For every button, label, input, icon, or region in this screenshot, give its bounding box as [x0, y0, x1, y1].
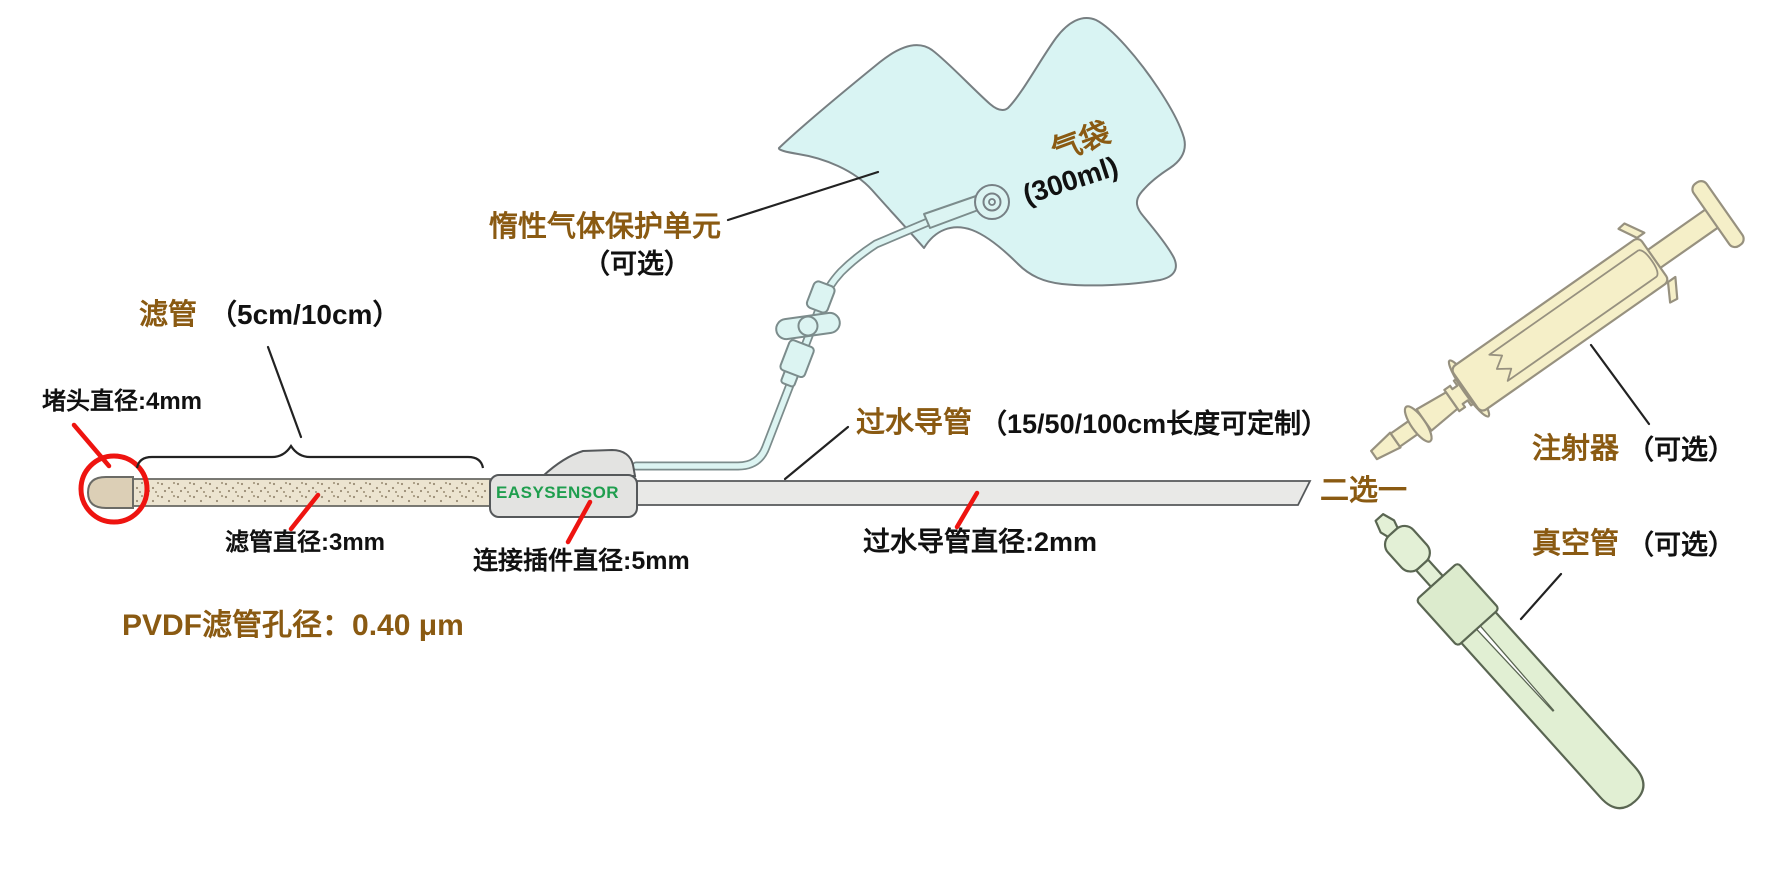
pointer-conduit-diameter	[954, 490, 980, 530]
syringe-optional: （可选）	[1627, 435, 1736, 465]
easysensor-brand-label: EASYSENSOR	[496, 483, 620, 502]
conduit-diameter-label: 过水导管直径:2mm	[863, 527, 1098, 557]
water-conduit-label: 过水导管 （15/50/100cm长度可定制）	[856, 409, 1328, 438]
connector-diameter-label: 连接插件直径:5mm	[473, 547, 690, 575]
filter-tube-label: 滤管 （5cm/10cm）	[139, 301, 400, 330]
leader-syringe	[1589, 343, 1651, 426]
plug-highlight-circle	[78, 453, 150, 525]
filter-tube-brace	[135, 443, 485, 469]
leader-inert-gas-unit	[726, 170, 880, 222]
vacuum-tube-name: 真空管	[1532, 528, 1620, 560]
pvdf-pore-label: PVDF滤管孔径：0.40 μm	[122, 609, 464, 642]
plug-diameter-label: 堵头直径:4mm	[42, 388, 203, 415]
filter-tube-size: （5cm/10cm）	[209, 299, 401, 330]
filter-tube-name: 滤管	[139, 299, 198, 331]
stopcock-valve	[775, 280, 841, 388]
choose-one-label: 二选一	[1320, 475, 1408, 507]
water-conduit-name: 过水导管	[856, 407, 973, 439]
inert-gas-unit-label: 惰性气体保护单元	[489, 211, 722, 243]
vacuum-tube-label: 真空管 （可选）	[1532, 530, 1735, 559]
pointer-filter-tube-diameter	[288, 492, 321, 532]
filter-tube	[124, 478, 491, 507]
water-conduit-length: （15/50/100cm长度可定制）	[980, 409, 1329, 439]
leader-vacuum-tube	[1519, 572, 1563, 621]
vacuum-tube-optional: （可选）	[1627, 530, 1736, 560]
filter-tube-diameter-label: 滤管直径:3mm	[225, 529, 386, 556]
pointer-connector-diameter	[565, 499, 593, 545]
gas-bag	[777, 17, 1186, 287]
leader-lines	[266, 170, 1651, 621]
syringe-label: 注射器 （可选）	[1532, 435, 1735, 464]
inert-gas-unit-optional: （可选）	[583, 249, 691, 279]
vacuum-tube	[1374, 513, 1645, 810]
syringe	[1370, 180, 1745, 461]
pointer-plug-diameter	[71, 422, 112, 469]
easysensor-connector	[489, 448, 638, 518]
pointer-lines	[71, 422, 980, 545]
leader-water-conduit	[783, 425, 850, 481]
leader-filter-tube-size	[266, 345, 303, 439]
gas-bag-valve	[974, 184, 1010, 220]
plug	[86, 476, 134, 509]
syringe-name: 注射器	[1532, 433, 1620, 465]
